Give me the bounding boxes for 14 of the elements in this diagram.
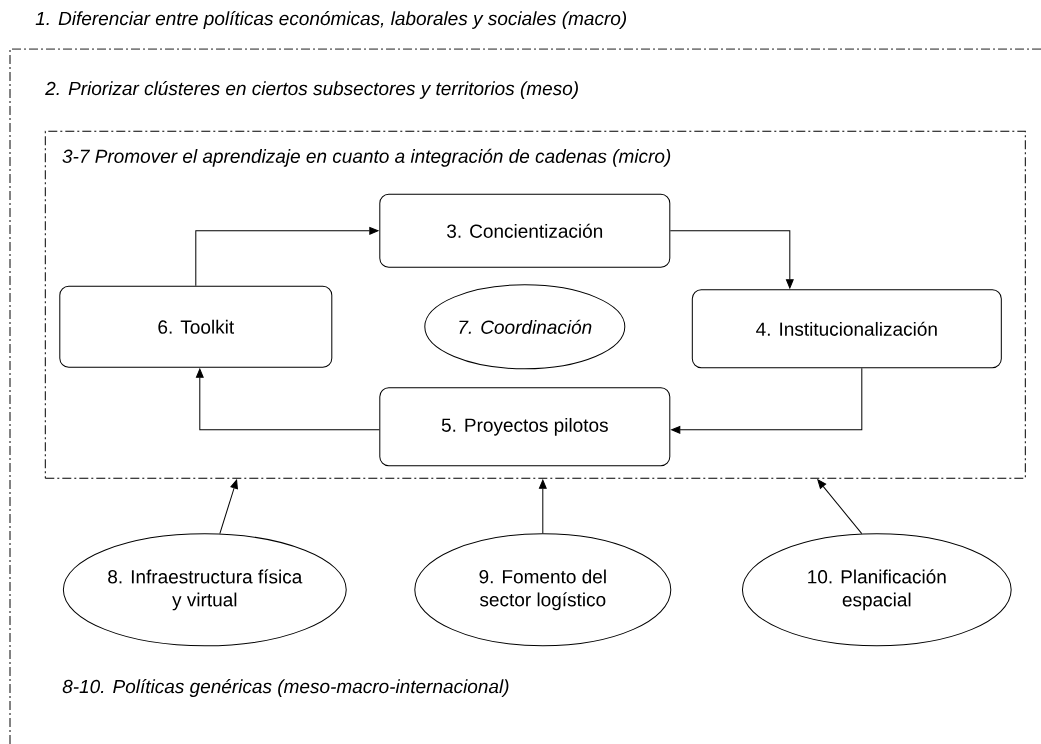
process-box: 3. Concientización <box>379 193 671 268</box>
arrow <box>219 479 238 535</box>
arrow <box>669 230 794 289</box>
process-box: 5. Proyectos pilotos <box>379 387 671 467</box>
arrow <box>671 367 863 434</box>
arrow <box>538 479 547 534</box>
arrow <box>195 368 380 431</box>
arrow <box>195 226 379 287</box>
process-box: 4. Institucionalización <box>691 289 1002 369</box>
frame-heading: 2. Priorizar clústeres en ciertos subsectores y territorios (meso) <box>45 81 578 99</box>
arrow <box>817 479 863 535</box>
frame-heading: 1. Diferenciar entre políticas económicas, laborales y sociales (macro) <box>35 11 627 29</box>
frame-note: 8-10. Políticas genéricas (meso-macro-internacional) <box>62 679 509 697</box>
process-box: 6. Toolkit <box>59 285 333 368</box>
